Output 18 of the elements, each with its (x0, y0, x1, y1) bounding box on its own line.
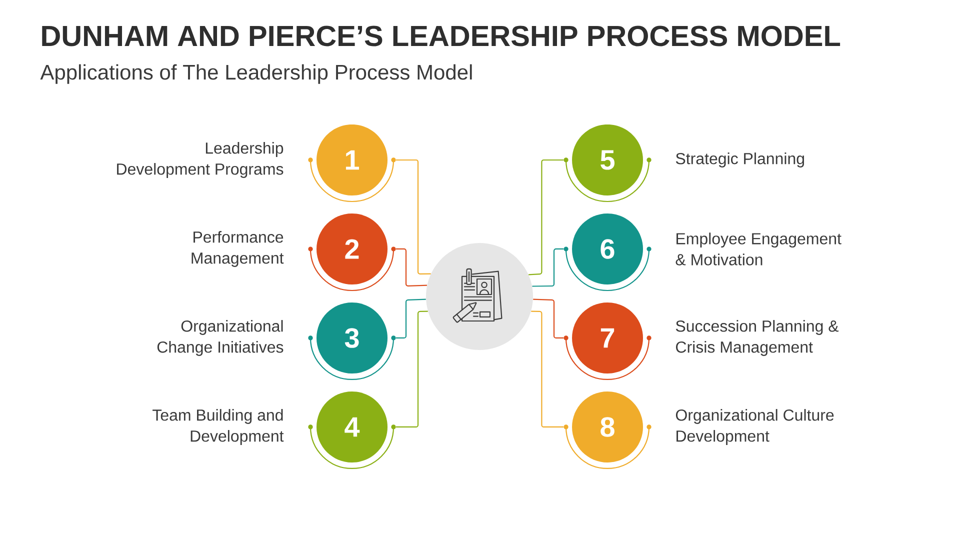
connector-line (532, 248, 564, 287)
item-label: Organizational Culture Development (676, 409, 834, 445)
item-label: Organizational Change Initiatives (157, 320, 284, 356)
connector-line (528, 159, 564, 276)
connector-line (531, 310, 564, 428)
item-label: Employee Engagement & Motivation (676, 232, 842, 266)
item-label: Leadership Development Programs (117, 142, 284, 178)
item-label: Performance Management (192, 231, 284, 267)
item-label: Strategic Planning (676, 152, 804, 168)
connector-line (396, 298, 426, 339)
title: DUNHAM AND PIERCE’S LEADERSHIP PROCESS MODEL (42, 26, 840, 46)
connector-line (396, 248, 427, 286)
connector-line (396, 159, 431, 274)
connector-line (396, 310, 428, 428)
connector-line (533, 298, 564, 339)
item-label: Succession Planning & Crisis Management (676, 320, 839, 356)
item-label: Team Building and Development (152, 409, 284, 445)
subtitle: Applications of The Leadership Process Model (40, 64, 472, 84)
